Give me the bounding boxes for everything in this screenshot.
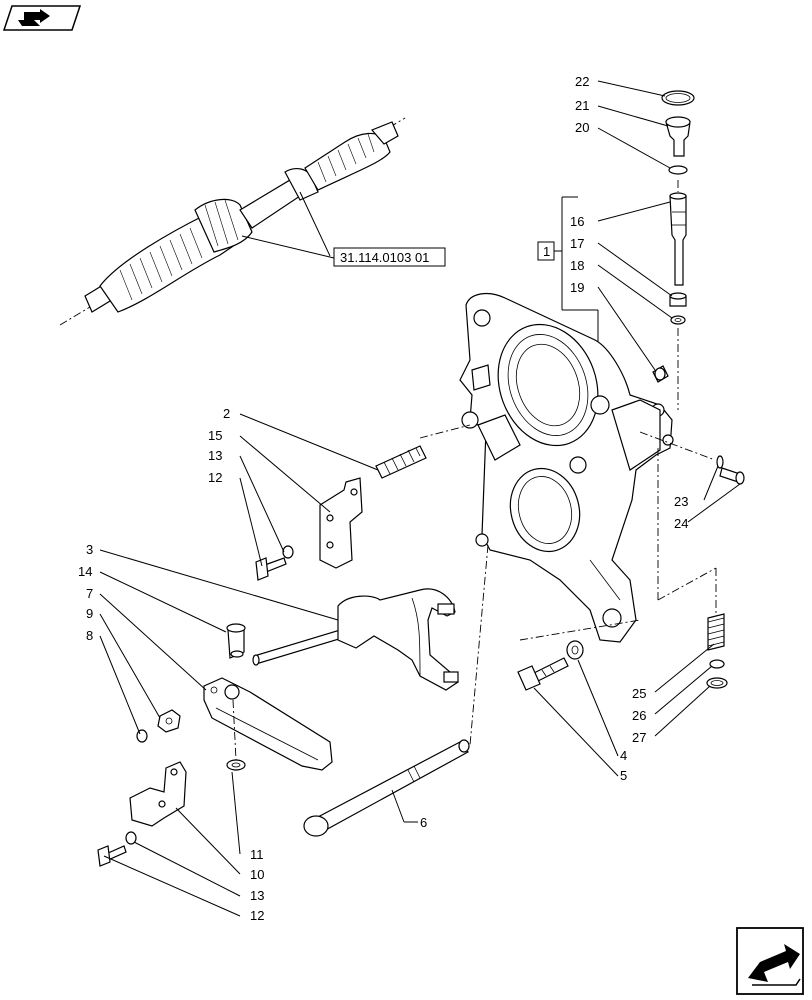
svg-text:1: 1 — [543, 244, 550, 259]
spring-2 — [375, 445, 427, 479]
callout-26: 26 — [632, 708, 646, 723]
svg-text:31.114.0103 01: 31.114.0103 01 — [340, 250, 429, 265]
bolt-12b — [97, 845, 127, 867]
washer-18 — [670, 315, 686, 325]
nut-9 — [157, 709, 181, 733]
callout-4: 4 — [620, 748, 627, 763]
callout-5: 5 — [620, 768, 627, 783]
washer-24 — [716, 455, 724, 469]
callout-11: 11 — [250, 847, 264, 862]
pin-7 — [226, 623, 246, 659]
reference-label[interactable]: 31.114.0103 01 — [333, 247, 446, 267]
callout-23: 23 — [674, 494, 688, 509]
callout-12-upper: 12 — [208, 470, 222, 485]
gearbox-housing — [459, 292, 674, 643]
callout-13-upper: 13 — [208, 448, 222, 463]
ring-27 — [706, 677, 728, 689]
shift-fork-3 — [337, 588, 459, 691]
callout-12-lower: 12 — [250, 908, 264, 923]
callout-13-lower: 13 — [250, 888, 264, 903]
callout-3: 3 — [86, 542, 93, 557]
selector-lever — [203, 677, 333, 771]
washer-4 — [566, 640, 584, 660]
washer-13a — [282, 545, 294, 559]
washer-13b — [125, 831, 137, 845]
group-bracket: 1 — [537, 196, 599, 345]
callout-7: 7 — [86, 586, 93, 601]
o-ring-20 — [668, 165, 688, 175]
snap-ring-22 — [661, 90, 695, 106]
washer-8 — [136, 729, 148, 743]
bolt-5 — [517, 657, 569, 691]
callout-numbers: 22 21 20 16 17 18 19 2 15 13 12 3 14 7 9… — [78, 74, 688, 923]
callout-9: 9 — [86, 606, 93, 621]
callout-24: 24 — [674, 516, 688, 531]
callout-16: 16 — [570, 214, 584, 229]
next-page-arrow-icon[interactable] — [736, 927, 804, 995]
callout-25: 25 — [632, 686, 646, 701]
bolt-23 — [719, 467, 745, 485]
callout-2: 2 — [223, 406, 230, 421]
ball-17 — [669, 292, 687, 307]
callout-21: 21 — [575, 98, 589, 113]
callout-15: 15 — [208, 428, 222, 443]
pin-16 — [669, 192, 687, 286]
callout-17: 17 — [570, 236, 584, 251]
callout-10: 10 — [250, 867, 264, 882]
bracket-15 — [319, 477, 363, 569]
callout-27: 27 — [632, 730, 646, 745]
plug-21 — [665, 116, 691, 157]
drive-shaft — [59, 117, 406, 326]
clip-11 — [226, 759, 246, 771]
callout-8: 8 — [86, 628, 93, 643]
callout-19: 19 — [570, 280, 584, 295]
callout-20: 20 — [575, 120, 589, 135]
bracket-10 — [129, 761, 187, 827]
callout-6: 6 — [420, 815, 427, 830]
washer-26 — [709, 659, 725, 669]
leader-lines — [99, 80, 741, 917]
rod-6 — [303, 739, 470, 837]
callout-18: 18 — [570, 258, 584, 273]
plug-19 — [652, 365, 669, 383]
callout-14: 14 — [78, 564, 92, 579]
callout-22: 22 — [575, 74, 589, 89]
bolt-12a — [255, 557, 287, 581]
spring-25 — [707, 613, 725, 651]
book-arrow-icon[interactable] — [2, 5, 82, 31]
